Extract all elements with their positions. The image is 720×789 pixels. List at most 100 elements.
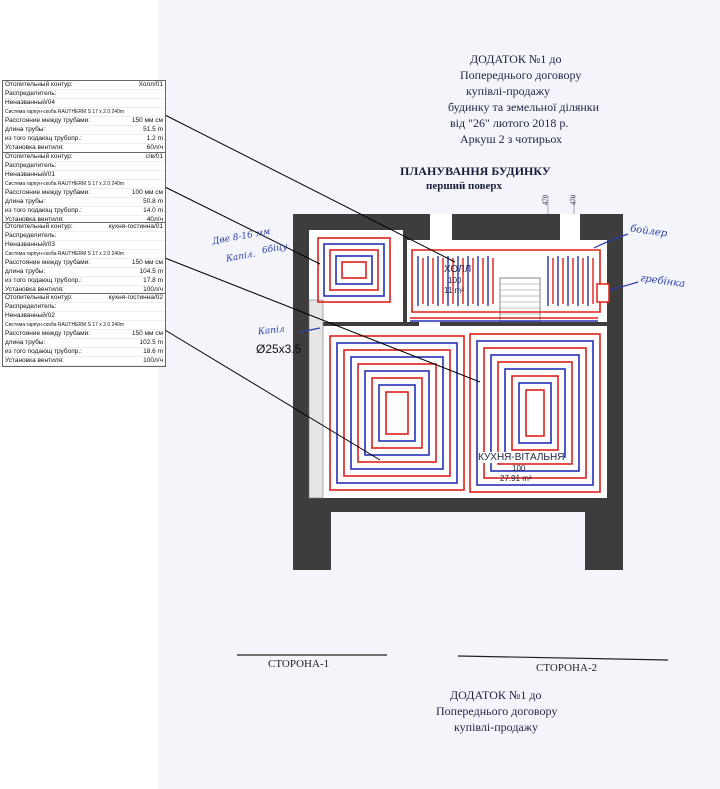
- distributor-label: Распределитель:: [5, 90, 57, 97]
- footer-line-1: ДОДАТОК №1 до: [450, 688, 542, 702]
- feed-value: 1.2 m: [146, 135, 163, 142]
- partition-bath-kitchen: [309, 322, 419, 326]
- hall-serpentine-b: [422, 258, 494, 304]
- distributor-label: Распределитель:: [5, 162, 57, 169]
- feed-value: 18.6 m: [143, 348, 163, 355]
- wall-bottom-right-block: [585, 512, 623, 570]
- circuit-name: Неназванный/01: [5, 171, 55, 178]
- header-line-6: Аркуш 2 з чотирьох: [460, 132, 563, 146]
- valve-value: 100л/ч: [143, 357, 163, 364]
- length-label: длина трубы:: [5, 268, 46, 275]
- length-value: 104.5 m: [139, 268, 164, 275]
- header-line-3: купівлі-продажу: [466, 84, 551, 98]
- circuit-name: Неназванный/03: [5, 241, 55, 248]
- room-hall-value: 100: [448, 276, 462, 285]
- feed-label: из того подающ трубопр.:: [5, 135, 82, 142]
- window-gap: [560, 214, 580, 240]
- circuit-title-label: Отопительный контур:: [5, 153, 73, 160]
- header-line-5: від "26" лютого 2018 р.: [450, 116, 569, 130]
- spacing-value: 100 мм см: [131, 189, 163, 196]
- kitchen-spiral-left: [329, 335, 465, 491]
- side-1-label: СТОРОНА-1: [268, 658, 330, 670]
- spacing-value: 150 мм см: [131, 330, 163, 337]
- spacing-label: Расстояние между трубами:: [5, 189, 91, 196]
- circuit-name: Неназванный/02: [5, 312, 55, 319]
- pipe-system: Система гарпун-скоба RAUTHERM S 17 x 2.0…: [5, 322, 125, 328]
- circuit-title-value: кухня-гостинна/01: [108, 223, 163, 230]
- wall-right: [607, 214, 623, 570]
- feed-value: 17.8 m: [143, 277, 163, 284]
- circuit-title-value: кухня-гостинна/02: [108, 294, 163, 301]
- hall-serpentine-c: [547, 256, 589, 306]
- spacing-label: Расстояние между трубами:: [5, 330, 91, 337]
- signature-line-2: [457, 655, 669, 661]
- valve-value: 60л/ч: [146, 144, 163, 151]
- room-hall-area: 11 m²: [444, 286, 464, 295]
- partition-hall-kitchen: [440, 322, 607, 326]
- bath-loop-3: [335, 255, 373, 285]
- length-value: 102.5 m: [139, 339, 164, 346]
- hall-serpentine-a: [417, 256, 489, 306]
- bath-loop-4: [341, 261, 367, 279]
- spacing-label: Расстояние между трубами:: [5, 117, 91, 124]
- entrance-gap: [430, 214, 452, 240]
- circuit-info-box: Отопительный контур: Холл/01 Распределите…: [2, 80, 166, 154]
- distributor-label: Распределитель:: [5, 303, 57, 310]
- stair-steps: [500, 283, 540, 315]
- header-line-4: будинку та земельної ділянки: [448, 100, 600, 114]
- valve-value: 100л/ч: [143, 286, 163, 293]
- pipe-system: Система гарпун-скоба RAUTHERM S 17 x 2.0…: [5, 181, 125, 187]
- plan-title: ПЛАНУВАННЯ БУДИНКУ: [400, 164, 551, 178]
- pipe-system: Система гарпун-скоба RAUTHERM S 17 x 2.0…: [5, 109, 125, 115]
- kapil-arrow: [299, 327, 321, 333]
- circuit-title-label: Отопительный контур:: [5, 81, 73, 88]
- bath-loop-supply: [317, 237, 391, 303]
- wall-bottom: [293, 498, 623, 512]
- feed-label: из того подающ трубопр.:: [5, 348, 82, 355]
- distributor-label: Распределитель:: [5, 232, 57, 239]
- header-line-2: Попереднього договору: [460, 68, 582, 82]
- room-kitchen-name: КУХНЯ-ВІТАЛЬНЯ: [478, 452, 565, 463]
- length-label: длина трубы:: [5, 198, 46, 205]
- staircase: [499, 277, 541, 323]
- dim-label-1: 470: [541, 194, 550, 206]
- pipe-system: Система гарпун-скоба RAUTHERM S 17 x 2.0…: [5, 251, 125, 257]
- dim-label-2: 470: [569, 194, 578, 206]
- wall-left: [293, 214, 309, 570]
- manifold-arrow: [609, 281, 639, 291]
- valve-label: Установка вентиля:: [5, 357, 64, 364]
- room-kitchen-area: 27.91 m²: [500, 474, 532, 483]
- leader-lines: [164, 114, 481, 461]
- plan-subtitle: перший поверх: [426, 180, 503, 192]
- circuit-title-value: с/в/01: [145, 153, 163, 160]
- circuit-title-value: Холл/01: [138, 81, 163, 88]
- hall-loop-outer: [411, 249, 601, 313]
- circuit-name: Неназванный/04: [5, 99, 55, 106]
- circuit-title-label: Отопительный контур:: [5, 223, 73, 230]
- valve-value: 40л/ч: [146, 216, 163, 223]
- valve-label: Установка вентиля:: [5, 286, 64, 293]
- bath-loop-return: [323, 243, 385, 297]
- manifold: [596, 283, 610, 303]
- circuit-info-box: Отопительный контур: кухня-гостинна/02 Ра…: [2, 293, 166, 367]
- circuit-info-box: Отопительный контур: с/в/01 Распределител…: [2, 152, 166, 226]
- spacing-label: Расстояние между трубами:: [5, 259, 91, 266]
- boiler-arrow: [593, 233, 629, 249]
- header-line-1: ДОДАТОК №1 до: [470, 52, 562, 66]
- valve-label: Установка вентиля:: [5, 216, 64, 223]
- kitchen-counter: [308, 299, 324, 499]
- circuit-title-label: Отопительный контур:: [5, 294, 73, 301]
- wall-bottom-left-block: [293, 512, 331, 570]
- hall-serpentine-d: [552, 258, 594, 304]
- feed-label: из того подающ трубопр.:: [5, 277, 82, 284]
- valve-label: Установка вентиля:: [5, 144, 64, 151]
- spacing-value: 150 мм см: [131, 259, 163, 266]
- circuit-info-box: Отопительный контур: кухня-гостинна/01 Ра…: [2, 222, 166, 296]
- length-label: длина трубы:: [5, 339, 46, 346]
- partition-bath-hall: [403, 230, 407, 324]
- bathroom-floor: [309, 230, 405, 324]
- room-hall-name: ХОЛЛ: [444, 264, 472, 275]
- room-kitchen-value: 100: [512, 464, 526, 473]
- length-label: длина трубы:: [5, 126, 46, 133]
